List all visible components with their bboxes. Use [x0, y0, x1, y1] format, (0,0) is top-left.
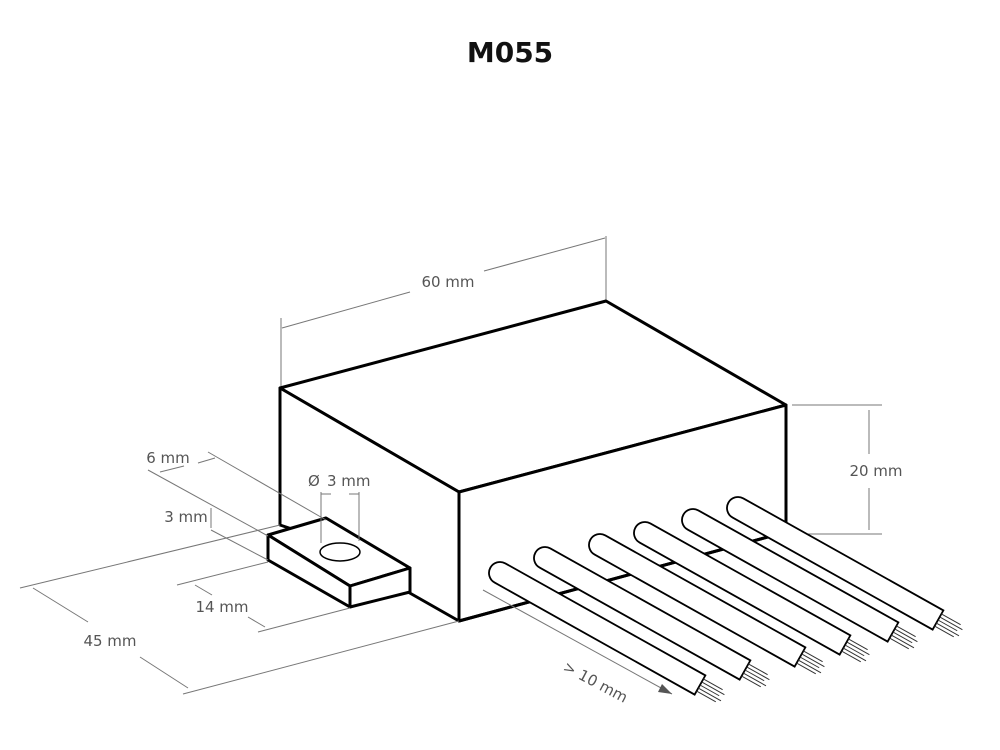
drawing-title: M055	[467, 36, 553, 69]
wire-strand	[796, 662, 817, 675]
wire-strand	[889, 637, 910, 650]
tab-width-label: 14 mm	[195, 598, 248, 616]
tab-offset-label: 6 mm	[146, 449, 190, 467]
wire-strand	[746, 666, 770, 681]
wire-strand	[941, 613, 961, 626]
wire-strand	[801, 653, 825, 668]
tab-front	[348, 566, 412, 609]
wire-strand	[696, 690, 717, 703]
diameter-symbol: Ø	[308, 472, 320, 490]
hole-diameter-label: 3 mm	[327, 472, 371, 490]
wire-strand	[698, 687, 722, 702]
wire-bundle	[458, 496, 963, 703]
dimension-45mm: 45 mm	[19, 524, 460, 695]
wire-strand	[843, 647, 867, 662]
dimension-3mm: 3 mm	[164, 508, 269, 561]
wire-insulation	[633, 521, 852, 656]
wire-strand	[741, 675, 762, 688]
wire	[681, 508, 918, 650]
wire	[726, 496, 963, 638]
wire-strand	[844, 644, 865, 657]
dimension-14mm: 14 mm	[176, 561, 351, 633]
mounting-tab	[266, 516, 412, 609]
wire-insulation	[588, 533, 807, 668]
tab-thickness-label: 3 mm	[164, 508, 208, 526]
wire-strand	[846, 641, 870, 656]
height-label: 20 mm	[849, 462, 902, 480]
length-label: 60 mm	[421, 273, 474, 291]
wire-strand	[892, 631, 913, 644]
wire-strand	[939, 616, 963, 631]
wire-strand	[699, 684, 720, 697]
wire-strand	[936, 622, 960, 637]
wire-strand	[896, 625, 916, 638]
wire-strand	[748, 663, 768, 676]
wire-insulation	[681, 508, 900, 643]
wire-strand	[841, 650, 862, 663]
wire-insulation	[726, 496, 945, 631]
dimension-6mm: 6 mm	[146, 449, 327, 537]
wire-strand	[744, 669, 765, 682]
wire-strand	[894, 628, 918, 643]
wire-strand	[934, 625, 955, 638]
wire-strand	[703, 678, 723, 691]
wire-strand	[937, 619, 958, 632]
wire-insulation	[533, 546, 752, 681]
arrow-head-icon	[658, 684, 672, 694]
mounting-hole	[319, 542, 361, 562]
wire	[588, 533, 825, 675]
depth-label: 45 mm	[83, 632, 136, 650]
dimension-20mm: 20 mm	[792, 404, 903, 535]
wire	[633, 521, 870, 663]
wire	[533, 546, 770, 688]
wire-strand	[891, 634, 915, 649]
wire-strand	[701, 681, 725, 696]
wire-strand	[848, 638, 868, 651]
wire-insulation	[488, 561, 707, 696]
wire-strand	[803, 650, 823, 663]
wire-strand	[799, 656, 820, 669]
wire	[488, 561, 725, 703]
wire-strand	[743, 672, 767, 687]
dimension-60mm: 60 mm	[280, 236, 607, 388]
wire-strand	[798, 659, 822, 674]
